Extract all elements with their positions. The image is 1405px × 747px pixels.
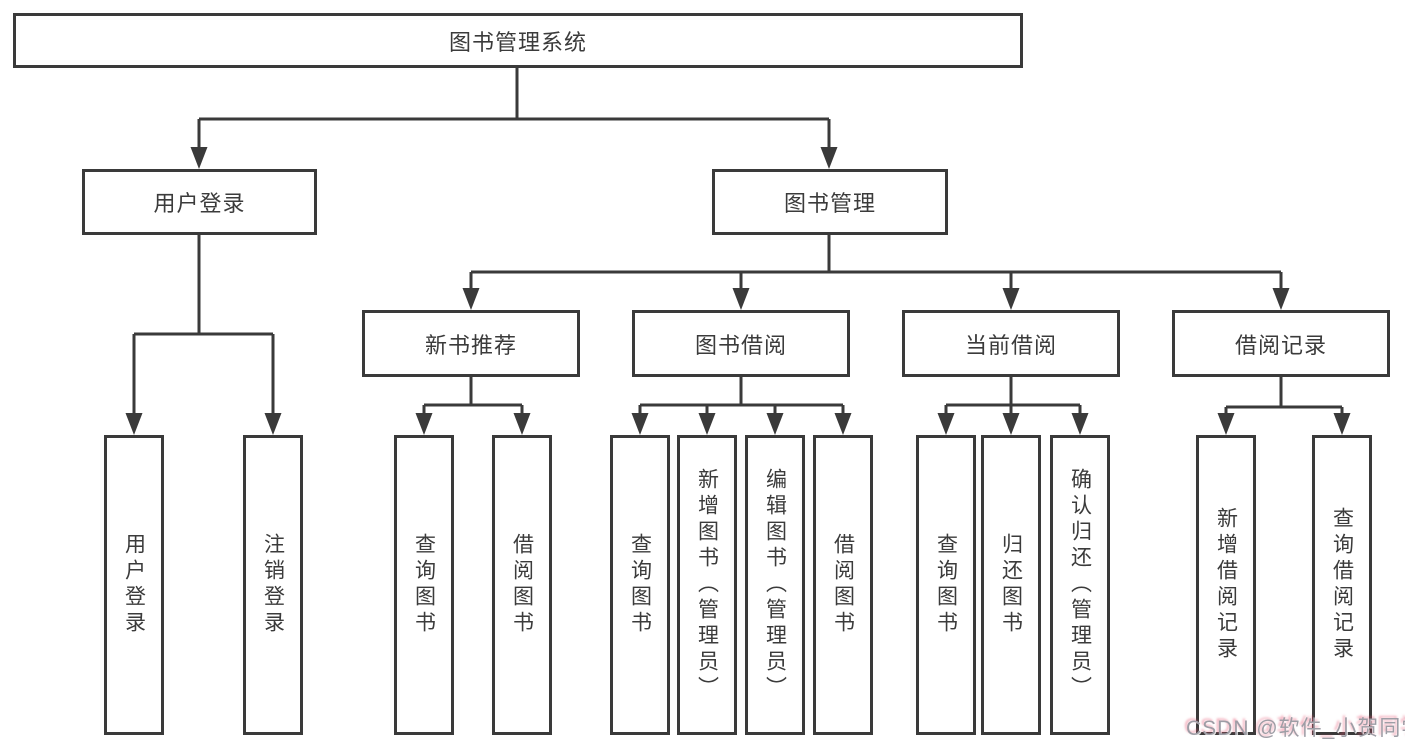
- node-label: 用户登录: [153, 191, 246, 216]
- node-new-book-recommendation: 新书推荐: [362, 310, 580, 377]
- node-label: 查询借阅记录: [1330, 507, 1354, 663]
- watermark: CSDN @软件_小贺同学: [1186, 717, 1405, 740]
- leaf-add-books-admin: 新增图书（管理员）: [677, 435, 737, 735]
- leaf-confirm-return-admin: 确认归还（管理员）: [1050, 435, 1110, 735]
- node-root: 图书管理系统: [13, 13, 1023, 68]
- node-label: 图书管理系统: [448, 29, 587, 55]
- node-label: 图书管理: [783, 191, 876, 216]
- leaf-add-borrow-record: 新增借阅记录: [1196, 435, 1256, 735]
- leaf-return-books: 归还图书: [981, 435, 1041, 735]
- node-book-borrowing: 图书借阅: [632, 310, 850, 377]
- node-label: 当前借阅: [964, 332, 1057, 358]
- leaf-borrow-books-recommend: 借阅图书: [492, 435, 552, 735]
- node-label: 借阅记录: [1234, 332, 1327, 358]
- leaf-query-books-borrow: 查询图书: [610, 435, 670, 735]
- node-label: 新增借阅记录: [1214, 507, 1238, 663]
- arrowheads: [125, 147, 1351, 435]
- node-borrowing-records: 借阅记录: [1172, 310, 1390, 377]
- node-label: 借阅图书: [510, 533, 534, 637]
- node-label: 查询图书: [628, 533, 652, 637]
- node-label: 归还图书: [999, 533, 1023, 637]
- leaf-query-borrow-record: 查询借阅记录: [1312, 435, 1372, 735]
- node-user-login: 用户登录: [82, 169, 317, 235]
- leaf-borrow-books-borrow: 借阅图书: [813, 435, 873, 735]
- node-label: 查询图书: [412, 533, 436, 637]
- node-book-management: 图书管理: [712, 169, 948, 235]
- node-label: 新书推荐: [424, 332, 517, 358]
- node-label: 新增图书（管理员）: [695, 468, 719, 702]
- node-current-borrowing: 当前借阅: [902, 310, 1120, 377]
- node-label: 借阅图书: [831, 533, 855, 637]
- leaf-edit-books-admin: 编辑图书（管理员）: [745, 435, 805, 735]
- node-label: 注销登录: [261, 533, 285, 637]
- node-label: 确认归还（管理员）: [1068, 468, 1092, 702]
- leaf-query-books-current: 查询图书: [916, 435, 976, 735]
- node-label: 编辑图书（管理员）: [763, 468, 787, 702]
- node-label: 用户登录: [122, 533, 146, 637]
- node-label: 图书借阅: [694, 332, 787, 358]
- leaf-query-books-recommend: 查询图书: [394, 435, 454, 735]
- leaf-user-login: 用户登录: [104, 435, 164, 735]
- leaf-logout: 注销登录: [243, 435, 303, 735]
- node-label: 查询图书: [934, 533, 958, 637]
